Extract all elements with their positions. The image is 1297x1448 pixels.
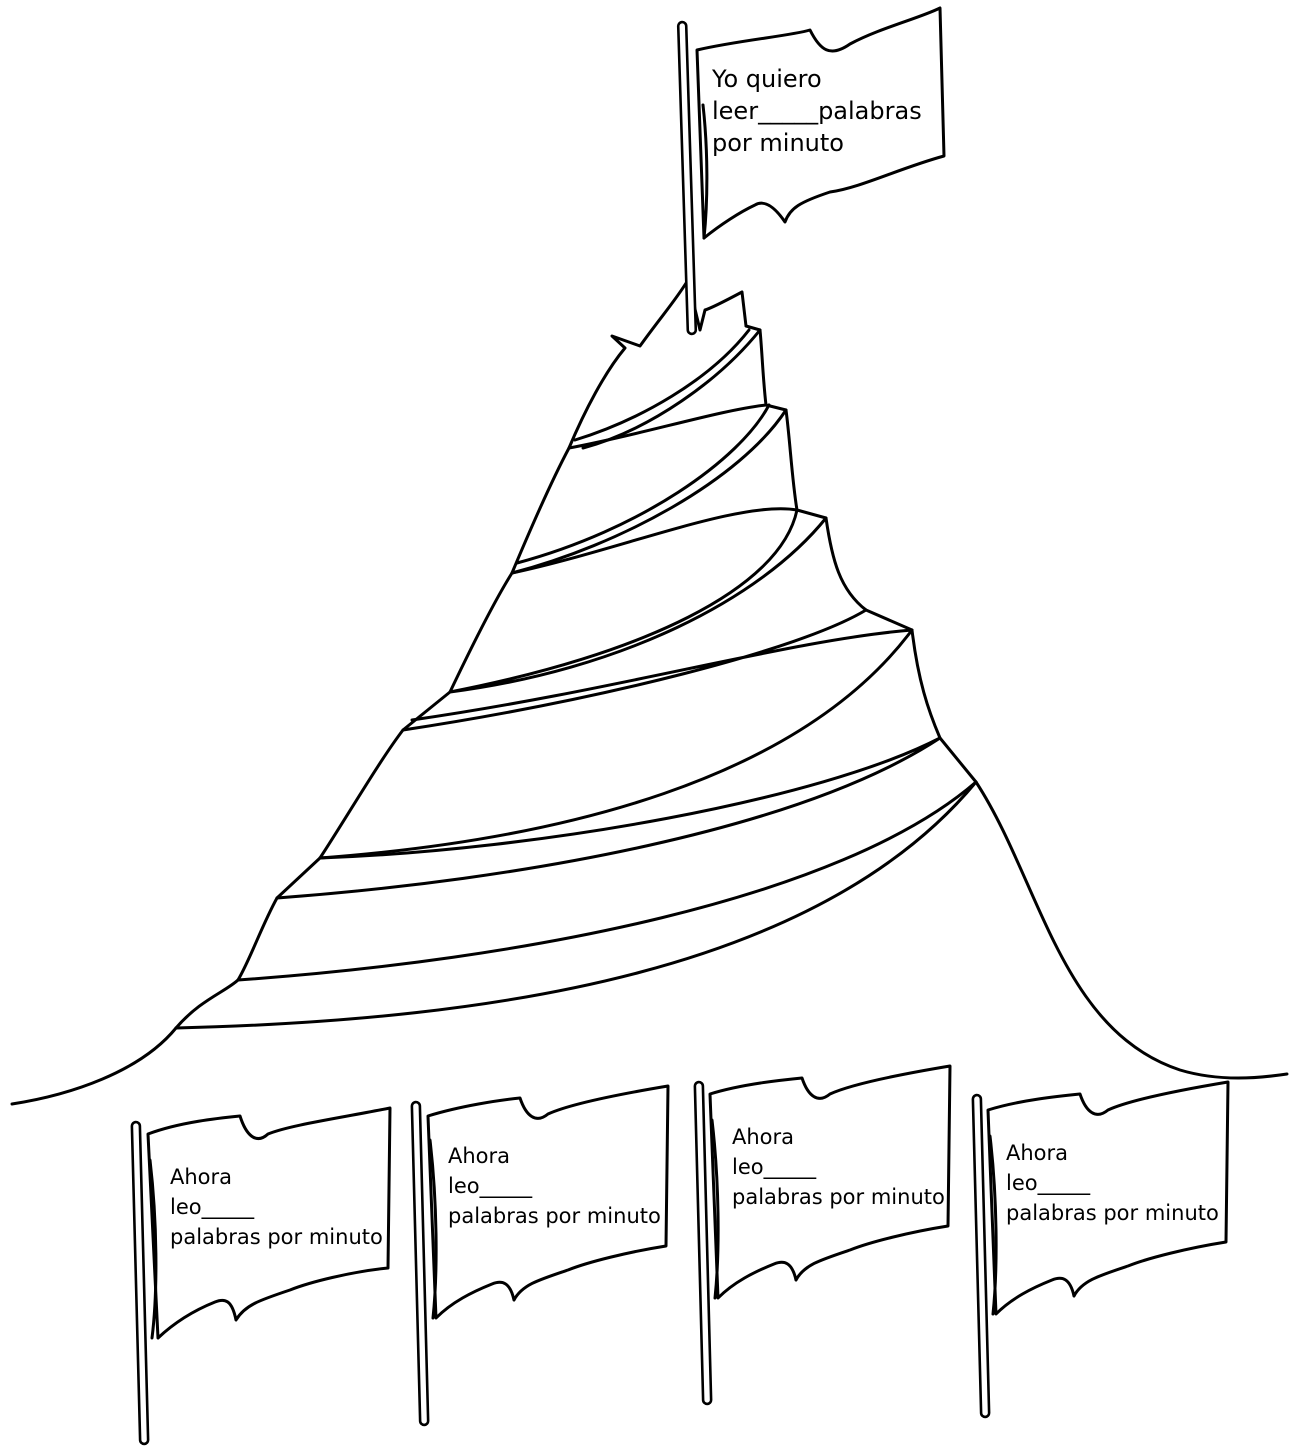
mountain	[12, 280, 1287, 1104]
progress-flag-line-2: leo_____	[1006, 1171, 1091, 1196]
progress-flag-line-1: Ahora	[448, 1144, 510, 1168]
progress-flag-pole	[973, 1095, 989, 1417]
progress-flag-line-2: leo_____	[732, 1155, 817, 1180]
mountain-right-side	[746, 326, 976, 782]
progress-flag-line-3: palabras por minuto	[1006, 1201, 1219, 1225]
progress-flag-cloth	[428, 1086, 668, 1318]
goal-flag-pole	[678, 22, 696, 334]
progress-flag-line-2: leo_____	[448, 1174, 533, 1199]
progress-flag-pole	[132, 1122, 148, 1444]
mountain-left-side	[176, 280, 746, 1028]
progress-flag-line-3: palabras por minuto	[732, 1185, 945, 1209]
stripe-3	[450, 509, 826, 692]
progress-flag-cloth	[710, 1066, 950, 1298]
progress-flag-line-1: Ahora	[732, 1125, 794, 1149]
progress-flag-line-1: Ahora	[170, 1165, 232, 1189]
progress-flag-line-1: Ahora	[1006, 1141, 1068, 1165]
goal-flag-line-3: por minuto	[712, 129, 844, 157]
progress-flag-3: Ahora leo_____ palabras por minuto	[695, 1066, 950, 1404]
progress-flag-line-2: leo_____	[170, 1195, 255, 1220]
goal-flag: Yo quiero leer_____palabras por minuto	[678, 8, 944, 334]
stripe-2	[512, 405, 786, 573]
progress-flag-cloth	[988, 1082, 1228, 1314]
progress-flag-2: Ahora leo_____ palabras por minuto	[412, 1086, 668, 1425]
stripe-5	[238, 738, 976, 980]
progress-flag-1: Ahora leo_____ palabras por minuto	[132, 1108, 390, 1444]
progress-flag-pole	[412, 1102, 428, 1425]
progress-flag-4: Ahora leo_____ palabras por minuto	[973, 1082, 1228, 1417]
goal-flag-line-2: leer_____palabras	[712, 97, 922, 125]
progress-flag-pole	[695, 1082, 711, 1404]
progress-flag-line-3: palabras por minuto	[448, 1204, 661, 1228]
stripe-1	[575, 330, 760, 448]
progress-flag-line-3: palabras por minuto	[170, 1225, 383, 1249]
progress-flag-cloth	[148, 1108, 390, 1338]
ground-line	[12, 782, 1287, 1104]
goal-flag-line-1: Yo quiero	[711, 65, 822, 93]
